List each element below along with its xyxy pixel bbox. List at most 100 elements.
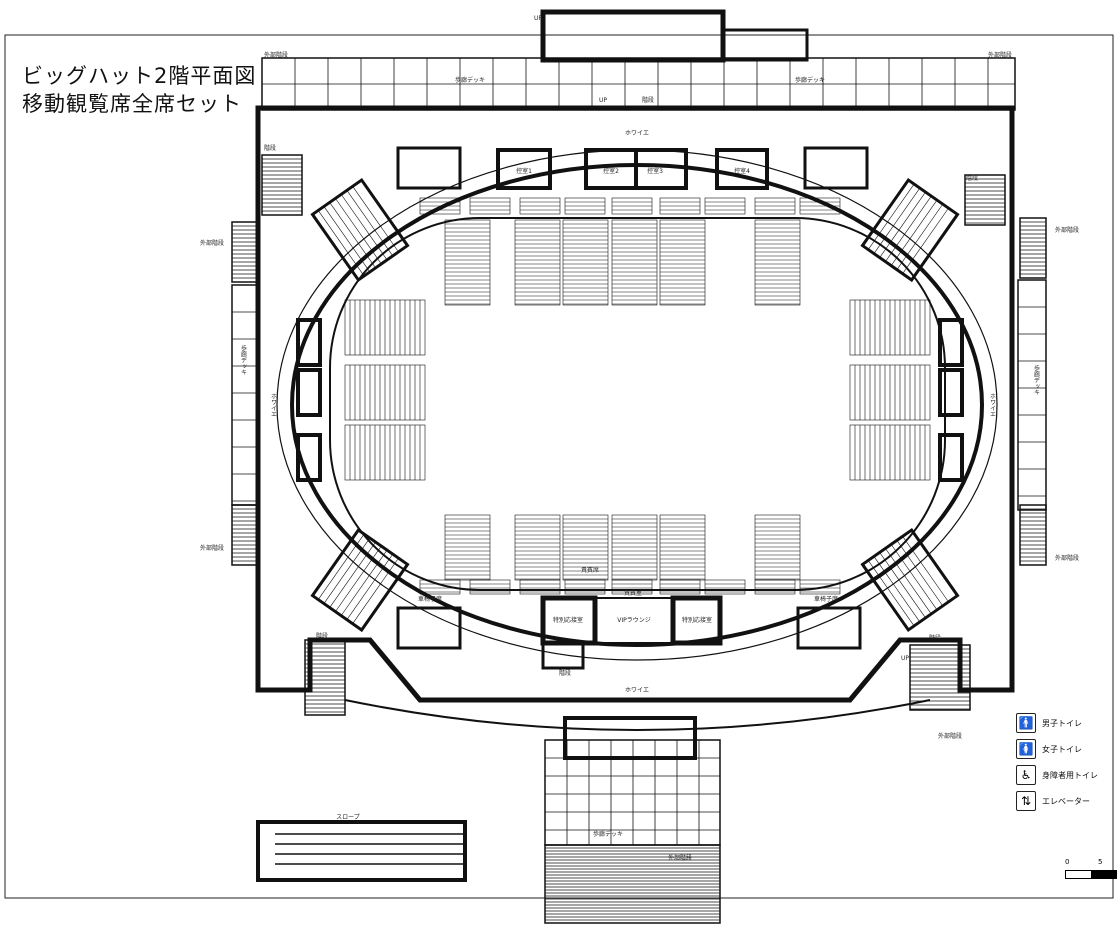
waiting-room: [634, 148, 688, 190]
label-outer-stairs: 外部階段: [938, 732, 962, 740]
building-outline: [255, 105, 1015, 703]
label-outer-stairs: 外部階段: [200, 544, 224, 552]
label-slope: スロープ: [336, 814, 360, 821]
label-waiting-room-3: 控室3: [647, 167, 663, 175]
plan-title: ビッグハット2階平面図: [22, 64, 257, 88]
seat-block: [754, 579, 796, 595]
toilet: [796, 606, 862, 650]
seat-block: [469, 579, 511, 595]
label-deck: 歩廊デッキ: [240, 344, 247, 375]
side-room: [296, 368, 322, 417]
corner-block: [310, 527, 410, 633]
seat-block: [754, 219, 801, 306]
outer-stairs: [1019, 217, 1047, 279]
outer-stairs: [231, 504, 259, 566]
seat-row: [340, 549, 388, 616]
seat-row: [896, 203, 944, 270]
arena-wall: [290, 163, 984, 647]
seat-row: [873, 556, 921, 623]
foyer-facade: [344, 699, 931, 731]
toilet: [396, 606, 462, 650]
label-up: UP: [901, 655, 909, 662]
elevator-icon: ⇅: [1016, 791, 1036, 811]
seat-row: [867, 183, 915, 250]
corner-seat-block: [310, 177, 410, 283]
label-waiting-room-1: 控室1: [516, 167, 532, 175]
label-outer-stairs: 外部階段: [988, 51, 1012, 59]
stairs-room: [541, 641, 585, 670]
slope: [256, 820, 467, 882]
label-stairs: 階段: [642, 96, 654, 104]
label-foyer: ホワイエ: [625, 687, 649, 694]
upper-block: [540, 9, 726, 63]
seat-block: [754, 514, 801, 581]
seat-block: [514, 219, 561, 306]
label-foyer: ホワイエ: [989, 393, 996, 417]
scale-zero: 0: [1065, 858, 1070, 866]
seat-block: [659, 219, 706, 306]
label-vip-lounge: VIPラウンジ: [617, 616, 651, 624]
label-stairs: 階段: [316, 632, 328, 640]
label-stairs: 階段: [966, 174, 978, 182]
corner-seat-block: [860, 177, 960, 283]
label-outer-stairs: 外部階段: [1055, 226, 1079, 234]
label-vip-room: 貴賓室: [624, 589, 642, 597]
seat-row: [896, 540, 944, 607]
corner-seat-block: [860, 527, 960, 633]
label-stairs: 階段: [929, 634, 941, 642]
seat-block: [659, 514, 706, 581]
seat-block: [704, 579, 746, 595]
stairs: [304, 639, 346, 716]
seat-row: [873, 187, 921, 254]
right-deck: [1017, 279, 1047, 511]
plan-subtitle: 移動観覧席全席セット: [22, 92, 242, 116]
female-toilet-icon: 🚺: [1016, 739, 1036, 759]
male-toilet-icon: 🚹: [1016, 713, 1036, 733]
seat-row: [902, 536, 949, 603]
seat-block: [611, 219, 658, 306]
seat-block: [562, 219, 609, 306]
stairs: [964, 174, 1006, 226]
label-stairs: 階段: [264, 144, 276, 152]
toilet: [803, 146, 869, 190]
legend-item: 🚹男子トイレ: [1016, 710, 1098, 736]
legend-label: 身障者用トイレ: [1042, 770, 1098, 780]
label-up: UP: [599, 97, 607, 104]
scale-five: 5: [1098, 858, 1103, 866]
corner-block: [860, 527, 960, 633]
seat-row: [879, 191, 926, 258]
seat-row: [352, 557, 399, 624]
legend: 🚹男子トイレ 🚺 女子トイレ ♿ 身障者用トイレ ⇅ エレベーター: [1016, 710, 1098, 814]
seat-row: [346, 553, 394, 620]
side-room: [938, 318, 964, 367]
waiting-room: [496, 148, 552, 190]
label-outer-stairs: 外部階段: [200, 239, 224, 247]
seat-block: [611, 514, 658, 581]
seat-row: [323, 206, 371, 273]
seat-row: [335, 198, 382, 265]
seat-row: [335, 545, 382, 612]
label-special-reception: 特別応接室: [553, 616, 583, 624]
waiting-room: [715, 148, 769, 190]
label-waiting-room-4: 控室4: [734, 167, 750, 175]
label-foyer: ホワイエ: [625, 130, 649, 137]
seat-block: [611, 579, 653, 595]
legend-label: 女子トイレ: [1042, 744, 1082, 754]
label-vip-seat: 貴賓席: [581, 566, 599, 574]
seat-block: [444, 219, 491, 306]
legend-label: エレベーター: [1042, 796, 1090, 806]
legend-item: 🚺 女子トイレ: [1016, 736, 1098, 762]
seat-row: [879, 552, 926, 619]
stairs: [909, 644, 971, 711]
side-room: [296, 433, 322, 482]
entrance-hall: [563, 716, 697, 760]
corner-seat-block: [310, 527, 410, 633]
accessible-toilet-icon: ♿: [1016, 765, 1036, 785]
label-foyer: ホワイエ: [270, 393, 277, 417]
label-waiting-room-2: 控室2: [603, 167, 619, 175]
seat-block: [444, 514, 491, 581]
legend-item: ♿ 身障者用トイレ: [1016, 762, 1098, 788]
label-deck: 歩廊デッキ: [1033, 364, 1040, 395]
seat-row: [340, 194, 388, 261]
